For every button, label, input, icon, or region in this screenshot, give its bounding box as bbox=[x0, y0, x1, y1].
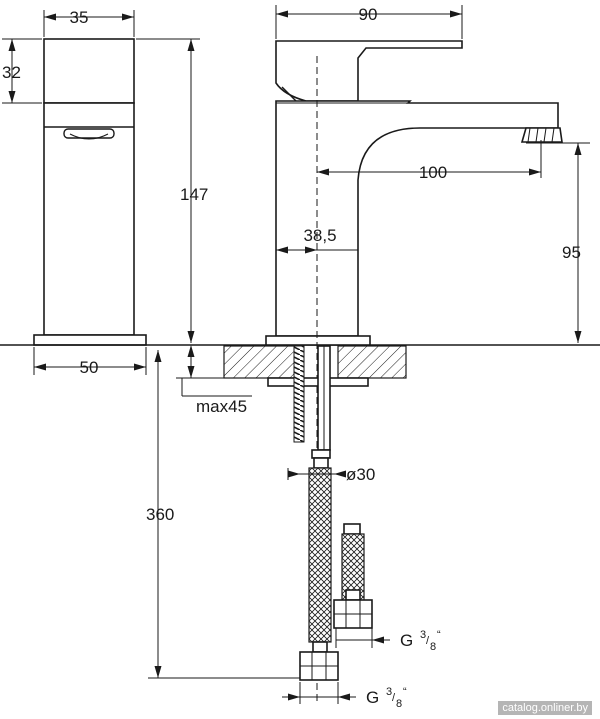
side-view bbox=[265, 40, 563, 346]
dim-handle-width-label: 35 bbox=[70, 8, 89, 27]
dim-hole-diameter: ø30 bbox=[287, 465, 375, 484]
dim-thread-lower-den: 8 bbox=[396, 698, 402, 710]
dim-thread-upper-suffix: “ bbox=[437, 629, 441, 641]
front-handle bbox=[43, 38, 135, 104]
dim-handle-height: 32 bbox=[2, 38, 42, 104]
front-body bbox=[43, 102, 135, 336]
short-hose-ferrule-top bbox=[343, 523, 361, 535]
thread-upper-slash: / bbox=[426, 635, 430, 647]
dim-handle-width: 35 bbox=[43, 8, 135, 37]
dim-thread-upper-num: 3 bbox=[420, 629, 426, 641]
dim-max-deck: max45 bbox=[176, 345, 266, 416]
hose-ferrule-top bbox=[313, 457, 329, 469]
deck-section bbox=[223, 345, 407, 451]
dim-thread-upper-den: 8 bbox=[430, 641, 436, 653]
dim-spout-height: 95 bbox=[526, 142, 590, 343]
dim-hose-length-label: 360 bbox=[146, 505, 174, 524]
dim-handle-height-label: 32 bbox=[2, 63, 21, 82]
front-view bbox=[33, 38, 147, 346]
braided-hose-long bbox=[308, 467, 332, 643]
deck-hatch-left bbox=[223, 345, 299, 379]
dim-total-height: 147 bbox=[136, 38, 208, 343]
front-base bbox=[33, 334, 147, 346]
watermark: catalog.onliner.by bbox=[498, 701, 592, 715]
dim-hole-diameter-label: ø30 bbox=[346, 465, 375, 484]
dim-spout-height-label: 95 bbox=[562, 243, 581, 262]
thread-lower-slash: / bbox=[392, 692, 396, 704]
dim-total-height-label: 147 bbox=[180, 185, 208, 204]
dim-total-depth-label: 90 bbox=[359, 5, 378, 24]
threaded-rod bbox=[293, 345, 305, 443]
dim-hose-length: 360 bbox=[146, 350, 300, 679]
dim-center-offset-label: 38,5 bbox=[303, 226, 336, 245]
hose-nut-top bbox=[311, 449, 331, 459]
dim-thread-lower-label: G bbox=[366, 688, 379, 707]
dim-spout-reach: 100 bbox=[317, 140, 542, 182]
side-body bbox=[275, 100, 559, 337]
dim-base-width-label: 50 bbox=[80, 358, 99, 377]
hoses bbox=[299, 449, 373, 681]
side-base bbox=[265, 335, 371, 346]
short-hose-ferrule-bottom bbox=[345, 589, 361, 601]
dim-max-deck-label: max45 bbox=[196, 397, 247, 416]
hose-ferrule-bottom bbox=[312, 641, 328, 653]
deck-hatch-right bbox=[337, 345, 407, 379]
dim-spout-reach-label: 100 bbox=[419, 163, 447, 182]
dim-thread-lower-num: 3 bbox=[386, 686, 392, 698]
dim-thread-lower: G 3 / 8 “ bbox=[282, 682, 407, 710]
dim-base-width: 50 bbox=[33, 347, 147, 377]
dim-center-offset: 38,5 bbox=[276, 226, 358, 254]
dim-thread-lower-suffix: “ bbox=[403, 686, 407, 698]
front-aerator bbox=[63, 128, 115, 139]
dim-thread-upper-label: G bbox=[400, 631, 413, 650]
side-handle bbox=[275, 40, 463, 102]
dim-total-depth: 90 bbox=[275, 5, 463, 39]
dim-thread-upper: G 3 / 8 “ bbox=[335, 628, 441, 653]
